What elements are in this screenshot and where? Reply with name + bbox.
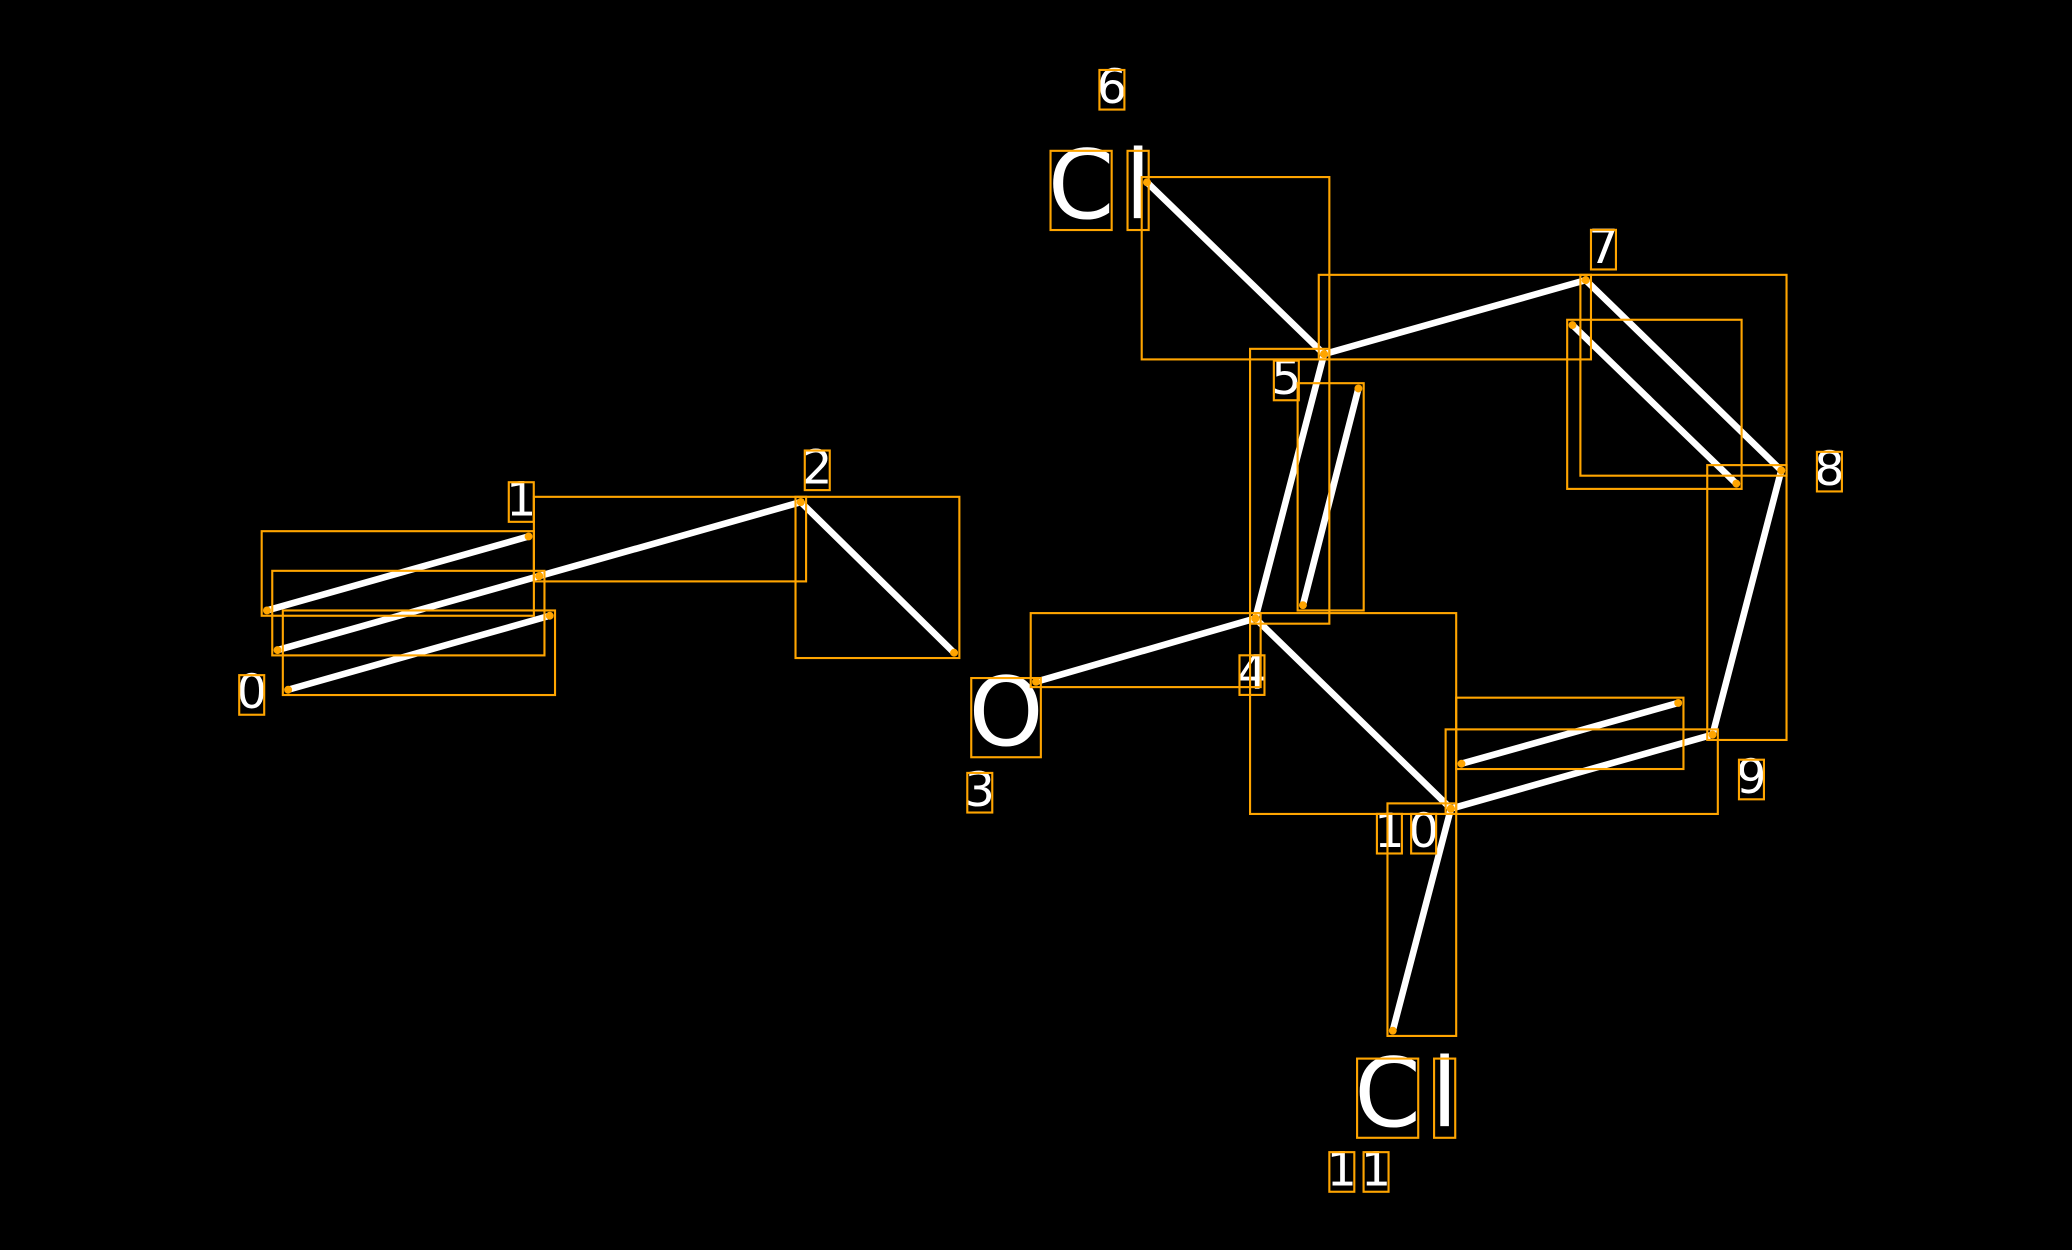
endpoint-marker (524, 532, 533, 541)
bond-line (535, 498, 805, 580)
bond-box (1566, 318, 1743, 490)
bond-box (1249, 612, 1458, 816)
atom-symbol: l (1431, 1039, 1457, 1149)
endpoint-marker (1708, 730, 1717, 739)
label-box (1272, 359, 1300, 402)
label-box (1433, 1057, 1457, 1139)
atom-index: 1 (1374, 804, 1404, 859)
bond-line (1458, 699, 1682, 768)
endpoint-marker (1143, 178, 1151, 187)
bonds (263, 179, 1785, 1034)
bond-line (1143, 179, 1328, 358)
label-box (1238, 654, 1266, 696)
bond-line (1389, 805, 1455, 1034)
bond-line (284, 612, 554, 694)
bond-line (1569, 321, 1740, 487)
atom-index: 9 (1736, 750, 1766, 805)
bond-line (1447, 731, 1716, 812)
bond-box (1029, 612, 1262, 689)
bond-box (1296, 382, 1365, 612)
endpoint-marker (284, 685, 293, 694)
endpoint-marker (1674, 698, 1683, 707)
endpoint-marker (1354, 384, 1363, 393)
label-box (803, 449, 831, 492)
label-box (1362, 1151, 1390, 1193)
endpoint-marker (796, 498, 805, 507)
endpoint-marker (1581, 276, 1590, 285)
atom-index: 2 (802, 441, 832, 496)
atom-symbol: C (1354, 1039, 1420, 1149)
label-box (1375, 812, 1403, 855)
bond-line (1252, 350, 1328, 622)
label-box (1815, 450, 1843, 493)
label-box (1356, 1057, 1420, 1139)
bond-box (1579, 273, 1788, 477)
bond-box (1249, 347, 1331, 625)
label-box (507, 481, 535, 523)
bond-box (1386, 802, 1458, 1037)
bond-line (1582, 276, 1785, 474)
atom-index: 4 (1237, 645, 1267, 700)
bond-line (274, 572, 543, 654)
endpoint-marker (950, 648, 959, 657)
endpoint-marker (1777, 466, 1786, 475)
bond-box (1706, 464, 1788, 742)
bond-box (271, 569, 546, 657)
bond-line (263, 533, 532, 614)
atom-index: 0 (1408, 804, 1438, 859)
endpoint-marker (1732, 479, 1741, 488)
bond-line (1252, 615, 1455, 812)
endpoint-marker (1446, 804, 1455, 813)
atom-index: 1 (1327, 1142, 1357, 1197)
bond-line (1032, 615, 1259, 686)
bond-box (532, 495, 808, 583)
label-box (1126, 149, 1150, 232)
bond-box (794, 495, 961, 660)
label-box (1098, 68, 1126, 111)
label-box (1410, 812, 1438, 855)
bond-line (1709, 467, 1785, 738)
endpoint-marker (545, 611, 554, 620)
bounding-boxes (238, 68, 1843, 1193)
bond-box (1317, 273, 1593, 361)
endpoint-marker (1251, 614, 1260, 623)
bond-box (1140, 176, 1331, 361)
label-box (1589, 228, 1618, 271)
bond-box (1444, 728, 1719, 816)
bond-line (1320, 276, 1589, 358)
label-box (970, 676, 1042, 759)
endpoint-marker (1457, 759, 1466, 768)
label-box (966, 771, 994, 814)
atom-index: 3 (965, 763, 995, 818)
label-box (1737, 758, 1765, 801)
endpoint-marker (1320, 350, 1329, 359)
atom-index: 6 (1097, 60, 1127, 115)
endpoint-marker (273, 646, 282, 655)
endpoint-marker (1298, 601, 1307, 610)
endpoint-marker (263, 606, 271, 615)
endpoint-marker (1568, 321, 1577, 330)
atom-index: 0 (237, 665, 267, 720)
label-box (1049, 149, 1113, 232)
bond-line (1299, 385, 1362, 609)
endpoint-marker (1032, 677, 1040, 686)
bond-box (281, 609, 557, 697)
atom-index: 8 (1814, 442, 1844, 497)
bond-line (797, 498, 958, 657)
label-box (238, 674, 266, 716)
endpoint-marker (535, 572, 544, 581)
atom-symbol: O (969, 658, 1044, 768)
atom-symbol: C (1048, 131, 1114, 241)
endpoint-marker (1388, 1026, 1397, 1035)
label-box (1328, 1151, 1356, 1193)
atom-index: 1 (506, 472, 536, 527)
atom-index: 7 (1588, 220, 1618, 275)
atom-index: 1 (1361, 1142, 1391, 1197)
